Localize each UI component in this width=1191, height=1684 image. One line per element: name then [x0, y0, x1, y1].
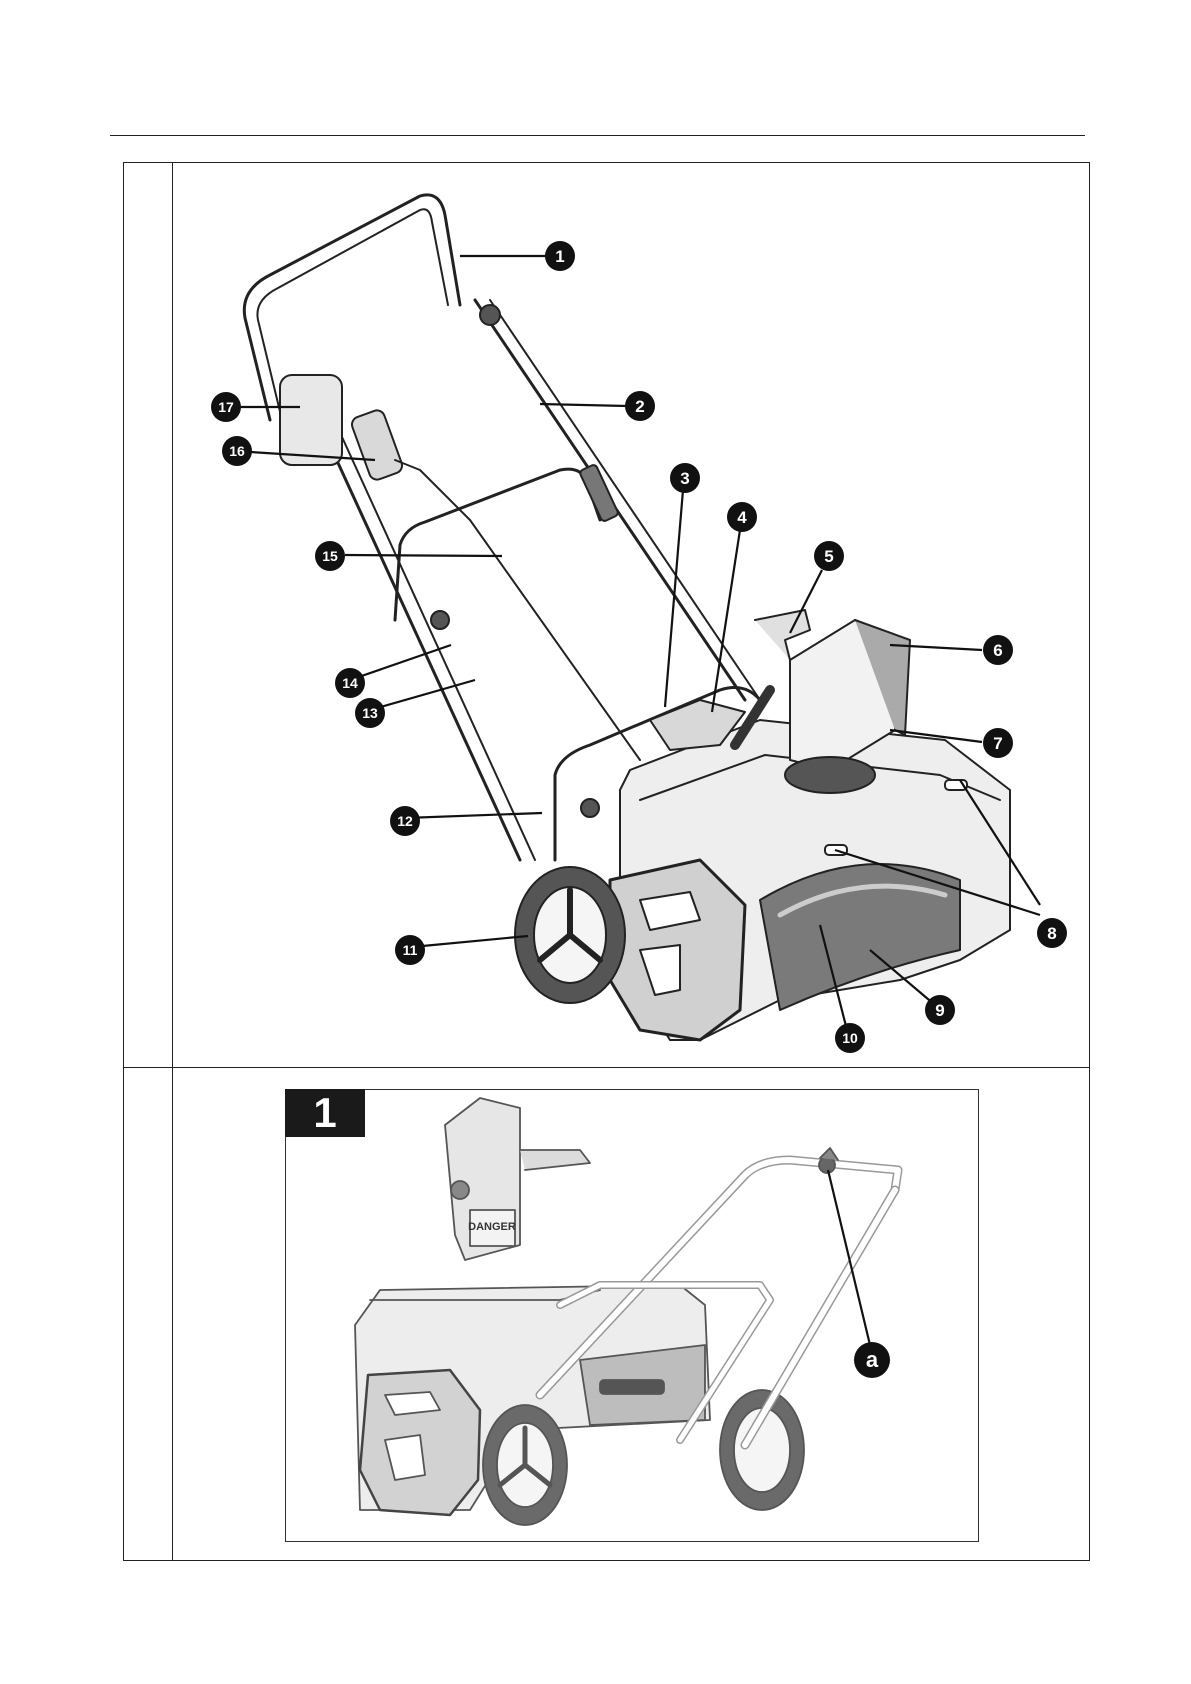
- table-row-divider: [124, 1067, 1089, 1068]
- figure-1-frame: [285, 1089, 979, 1542]
- table-gutter-column: [124, 163, 173, 1560]
- header-rule: [110, 135, 1085, 136]
- figure-1-number: 1: [285, 1089, 365, 1137]
